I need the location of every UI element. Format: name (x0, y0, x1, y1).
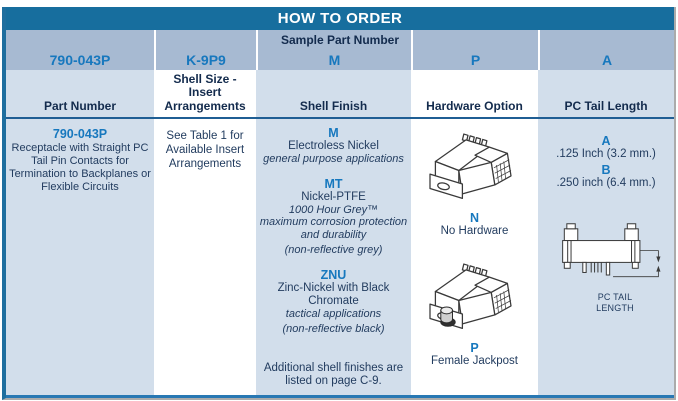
column-header-shell-finish: Shell Finish (256, 70, 411, 117)
finish-note: tactical applications (285, 307, 382, 320)
tail-name-b: .250 inch (6.4 mm.) (556, 177, 656, 189)
finish-note: maximum corrosion protection and durabil… (259, 216, 408, 241)
sample-code-shell-size: K-9P9 (186, 52, 226, 68)
table-body: 790-043P Receptacle with Straight PC Tai… (6, 119, 674, 395)
sample-code-cell: 790-043P (6, 30, 154, 70)
pc-tail-length-cell: A .125 Inch (3.2 mm.) B .250 inch (6.4 m… (538, 119, 674, 395)
sample-code-cell: A (538, 30, 674, 70)
connector-female-jackpost-icon (428, 263, 512, 330)
hardware-name-n: No Hardware (440, 225, 509, 237)
shell-size-note: See Table 1 for Available Insert Arrange… (165, 130, 245, 170)
finish-note: general purpose applications (263, 153, 404, 165)
pc-tail-side-view-icon (562, 223, 661, 278)
table-title: HOW TO ORDER (6, 7, 674, 30)
sample-code-part-number: 790-043P (49, 52, 111, 68)
bottom-border (6, 395, 674, 398)
sample-code-hardware: P (470, 52, 481, 68)
shell-finish-cell: M Electroless Nickel general purpose app… (256, 119, 411, 395)
shell-finish-footnote: Additional shell finishes are listed on … (263, 362, 404, 387)
part-number-code: 790-043P (52, 127, 108, 141)
sample-code-cell: M (256, 30, 411, 70)
connector-no-hardware-icon (428, 133, 512, 200)
column-header-part-number: Part Number (6, 70, 154, 117)
finish-name: Zinc-Nickel with Black Chromate (277, 281, 390, 307)
finish-name: Nickel-PTFE (301, 190, 366, 203)
spacer (258, 347, 409, 363)
finish-note: (non-reflective black) (282, 323, 385, 335)
tail-code-a: A (601, 134, 611, 148)
sample-part-number-label: Sample Part Number (280, 33, 400, 47)
finish-option-znu: ZNU Zinc-Nickel with Black Chromate tact… (258, 268, 409, 336)
sample-code-cell: K-9P9 (154, 30, 256, 70)
header-divider (6, 117, 674, 119)
finish-code: M (328, 126, 339, 140)
hardware-option-cell: N No Hardware P Female Jackpost (411, 119, 538, 395)
column-header-hardware-option: Hardware Option (411, 70, 538, 117)
finish-note: (non-reflective grey) (284, 244, 383, 256)
sample-code-cell: P (411, 30, 538, 70)
column-headers-row: Part Number Shell Size - Insert Arrangem… (6, 70, 674, 117)
sample-part-number-band: 790-043P K-9P9 M P A Sample Part Number (6, 30, 674, 70)
finish-option-m: M Electroless Nickel general purpose app… (258, 126, 409, 166)
hardware-code-p: P (470, 341, 479, 355)
finish-code: ZNU (320, 267, 347, 282)
finish-option-mt: MT Nickel-PTFE 1000 Hour Grey™ maximum c… (258, 177, 409, 257)
sample-code-pc-tail: A (601, 52, 613, 68)
hardware-code-n: N (469, 211, 480, 225)
finish-note: 1000 Hour Grey™ (288, 203, 379, 216)
shell-size-cell: See Table 1 for Available Insert Arrange… (154, 119, 256, 395)
order-table: HOW TO ORDER 790-043P K-9P9 M P A Sample… (2, 7, 676, 400)
finish-code: MT (324, 176, 343, 191)
part-number-cell: 790-043P Receptacle with Straight PC Tai… (6, 119, 154, 395)
tail-name-a: .125 Inch (3.2 mm.) (556, 148, 656, 160)
column-header-pc-tail-length: PC Tail Length (538, 70, 674, 117)
hardware-name-p: Female Jackpost (431, 355, 518, 367)
sample-code-shell-finish: M (328, 52, 341, 68)
finish-name: Electroless Nickel (288, 140, 379, 152)
column-header-shell-size: Shell Size - Insert Arrangements (154, 70, 256, 117)
part-number-description: Receptacle with Straight PC Tail Pin Con… (9, 142, 151, 193)
pc-tail-length-diagram-label: PC TAIL LENGTH (596, 292, 634, 313)
tail-code-b: B (601, 163, 611, 177)
